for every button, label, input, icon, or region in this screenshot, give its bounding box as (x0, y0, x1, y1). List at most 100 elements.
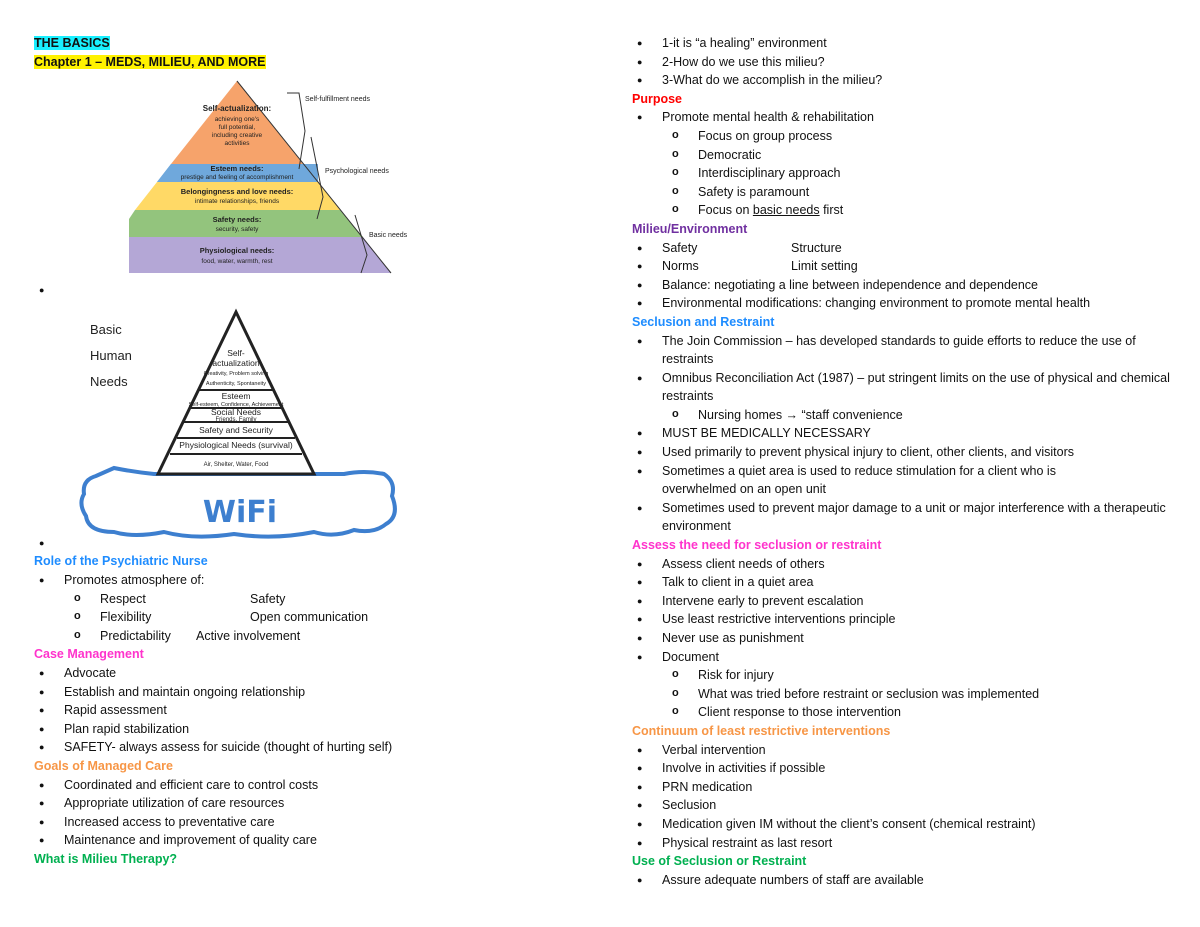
list-item: Focus on basic needs first (632, 200, 1172, 220)
p2-level-4-title: Safety and Security (199, 425, 273, 435)
role-sub-a3: Predictability (100, 628, 171, 643)
assess-heading: Assess the need for seclusion or restrai… (632, 538, 882, 553)
p2-side-label-3: Needs (90, 374, 128, 389)
p1-title-2: Esteem needs: (211, 164, 264, 173)
list-item: Promote mental health & rehabilitation (632, 108, 1172, 127)
list-item: Plan rapid stabilization (34, 720, 574, 739)
env-heading: Milieu/Environment (632, 221, 748, 236)
list-item: Democratic (632, 145, 1172, 165)
use-list: Assure adequate numbers of staff are ava… (632, 871, 1172, 890)
p1-desc-2: prestige and feeling of accomplishment (181, 174, 294, 181)
list-item: Appropriate utilization of care resource… (34, 794, 574, 813)
list-item: Coordinated and efficient care to contro… (34, 776, 574, 795)
env-b1: Structure (791, 240, 842, 255)
list-item: 2-How do we use this milieu? (632, 53, 1172, 72)
purpose-list: Promote mental health & rehabilitation F… (632, 108, 1172, 220)
list-item: Never use as punishment (632, 629, 1172, 648)
purpose-last-pre: Focus on (698, 203, 753, 218)
list-item: Interdisciplinary approach (632, 163, 1172, 183)
list-item: Intervene early to prevent escalation (632, 592, 1172, 611)
p2-level-2-desc: Self-esteem, Confidence, Achievement (189, 402, 284, 408)
p2-level-1-a: Self- (227, 348, 245, 358)
p2-level-1-desc-a: Creativity, Problem solving (204, 371, 269, 377)
list-item: Verbal intervention (632, 741, 1172, 760)
list-item: Safety Structure (632, 239, 1172, 258)
p2-side-label-2: Human (90, 348, 132, 363)
list-item: Physical restraint as last resort (632, 834, 1172, 853)
p2-side-label-1: Basic (90, 322, 122, 337)
list-item: Risk for injury (632, 665, 1172, 685)
maslow-pyramid-figure: Self-actualization: achieving one's full… (89, 77, 429, 291)
pyramid1-level-4 (117, 210, 363, 238)
right-column: 1-it is “a healing” environment 2-How do… (632, 34, 1172, 889)
p2-level-3-desc: Friends, Family (215, 417, 256, 423)
seclusion-heading: Seclusion and Restraint (632, 314, 775, 329)
list-item: Advocate (34, 664, 574, 683)
role-list: Promotes atmosphere of: Respect Safety Fl… (34, 571, 574, 645)
p2-level-1-title: actualization (212, 358, 260, 368)
list-item: Use least restrictive interventions prin… (632, 610, 1172, 629)
bracket-self-fulfillment (287, 92, 306, 170)
list-item: Nursing homes → “staff convenience (632, 405, 1172, 425)
list-item: SAFETY- always assess for suicide (thoug… (34, 738, 574, 757)
list-item: Used primarily to prevent physical injur… (632, 443, 1172, 462)
list-item: Assure adequate numbers of staff are ava… (632, 871, 1172, 890)
p1-desc-1b: full potential, (219, 124, 256, 131)
purpose-heading: Purpose (632, 91, 683, 106)
list-item: Environmental modifications: changing en… (632, 294, 1172, 313)
goals-list: Coordinated and efficient care to contro… (34, 776, 574, 850)
list-item: Medication given IM without the client’s… (632, 815, 1172, 834)
list-item: Client response to those intervention (632, 702, 1172, 722)
goals-heading: Goals of Managed Care (34, 758, 173, 773)
p1-desc-4: security, safety (216, 226, 260, 233)
p1-desc-1c: including creative (212, 132, 263, 139)
list-item: Rapid assessment (34, 701, 574, 720)
role-sub-b2: Open communication (250, 610, 369, 625)
continuum-list: Verbal intervention Involve in activitie… (632, 741, 1172, 853)
role-sub-a1: Respect (100, 591, 146, 606)
case-list: Advocate Establish and maintain ongoing … (34, 664, 574, 757)
p2-level-5-title: Physiological Needs (survival) (179, 440, 293, 450)
maslow-pyramid-svg: Self-actualization: achieving one's full… (89, 80, 408, 274)
intro-list: 1-it is “a healing” environment 2-How do… (632, 34, 1172, 90)
env-a1: Safety (662, 240, 698, 255)
list-item: Balance: negotiating a line between inde… (632, 276, 1172, 295)
list-item: Maintenance and improvement of quality c… (34, 831, 574, 850)
list-item: Sometimes a quiet area is used to reduce… (632, 462, 1172, 499)
list-item: Document (632, 648, 1172, 667)
list-item: Increased access to preventative care (34, 813, 574, 832)
basic-human-needs-figure: Basic Human Needs WiFi Self- actualizati… (74, 304, 404, 540)
pyramid1-level-3 (135, 182, 340, 211)
list-item: Safety is paramount (632, 182, 1172, 202)
bracket-basic (354, 215, 368, 274)
role-sub-b1: Safety (250, 591, 286, 606)
list-item: Seclusion (632, 796, 1172, 815)
doc-title: THE BASICS (34, 36, 110, 50)
p1-desc-1a: achieving one's (215, 116, 260, 123)
p1-desc-3: intimate relationships, friends (195, 198, 280, 205)
p1-bracket-label-1: Self-fulfillment needs (305, 96, 370, 103)
milieu-question-heading: What is Milieu Therapy? (34, 851, 178, 866)
list-item: Flexibility Open communication (34, 607, 574, 627)
pyramid1-level-1 (171, 81, 303, 165)
list-item: Assess client needs of others (632, 555, 1172, 574)
list-item: What was tried before restraint or seclu… (632, 684, 1172, 704)
p1-title-4: Safety needs: (213, 215, 262, 224)
list-item: Sometimes used to prevent major damage t… (632, 499, 1172, 536)
list-item: Establish and maintain ongoing relations… (34, 683, 574, 702)
p2-level-5-desc: Air, Shelter, Water, Food (204, 462, 269, 468)
list-item: Talk to client in a quiet area (632, 573, 1172, 592)
p2-level-2-title: Esteem (222, 391, 251, 401)
bracket-psychological (310, 137, 324, 220)
list-item: Promotes atmosphere of: (34, 571, 574, 590)
p1-title-3: Belongingness and love needs: (181, 187, 294, 196)
role-sub-a2: Flexibility (100, 610, 152, 625)
p1-title-1: Self-actualization: (203, 104, 271, 113)
p2-outline (155, 308, 317, 476)
purpose-last-post: first (819, 203, 844, 218)
pyramid1-level-5 (89, 237, 391, 274)
p2-level-1-desc-b: Authenticity, Spontaneity (206, 381, 266, 387)
